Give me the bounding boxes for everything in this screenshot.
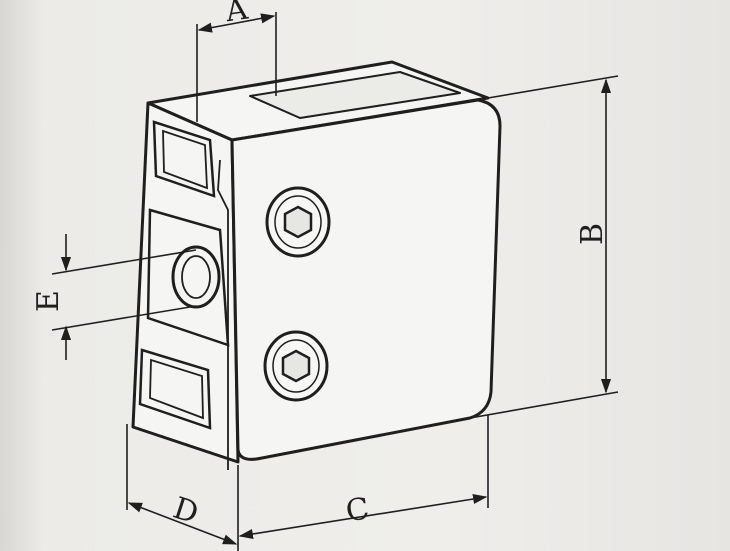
label-E: E bbox=[31, 290, 66, 312]
front-face bbox=[230, 98, 502, 461]
dim-E-ext-bottom bbox=[51, 305, 197, 331]
dim-B-ext-top bbox=[487, 75, 619, 99]
left-face-details bbox=[138, 120, 230, 470]
screw-top bbox=[265, 186, 331, 258]
label-C: C bbox=[343, 491, 371, 529]
top-slot bbox=[249, 71, 461, 119]
dim-E-ext-top bbox=[51, 249, 197, 275]
dim-B-ext-bottom bbox=[469, 391, 619, 419]
dimension-lines bbox=[51, 12, 619, 551]
label-A: A bbox=[222, 0, 250, 29]
screw-bottom bbox=[263, 330, 329, 402]
lower-slot bbox=[138, 348, 212, 430]
upper-slot bbox=[152, 120, 216, 198]
pin-hole bbox=[171, 245, 221, 309]
clamp-body bbox=[131, 60, 502, 464]
label-B: B bbox=[575, 223, 610, 245]
dim-D-line bbox=[127, 502, 238, 545]
label-D: D bbox=[169, 491, 203, 532]
dim-C-line bbox=[238, 494, 488, 539]
dim-A-line bbox=[197, 13, 276, 33]
left-face bbox=[131, 101, 240, 464]
